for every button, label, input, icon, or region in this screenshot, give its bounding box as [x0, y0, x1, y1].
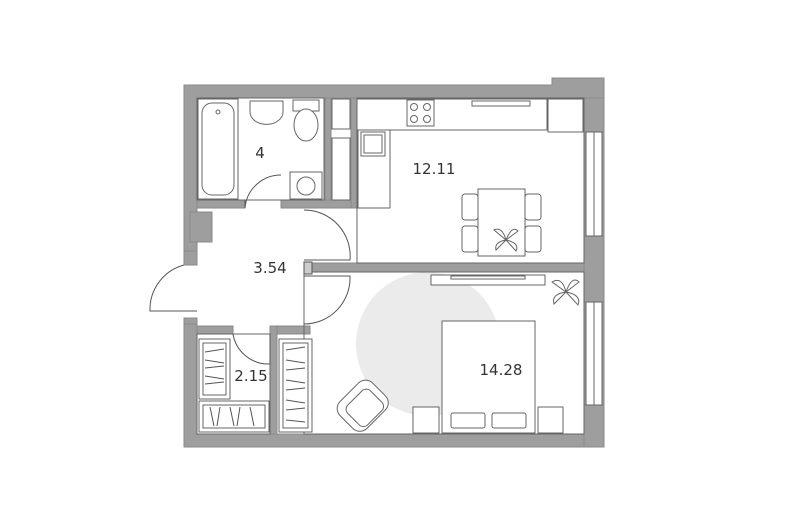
bedroom-furniture	[336, 274, 564, 434]
window-pier-bottom	[583, 404, 605, 448]
kitchen-door	[303, 209, 351, 261]
toilet-bowl	[293, 108, 319, 142]
closet-area-label: 2.15	[234, 367, 267, 385]
hangers	[204, 346, 306, 427]
plants	[493, 228, 580, 306]
bathroom-wall-right	[280, 199, 358, 209]
wardrobes	[198, 338, 313, 433]
kitchen-area-label: 12.11	[413, 160, 456, 178]
armchair	[336, 379, 389, 432]
sink	[249, 100, 284, 125]
shaft-wall	[324, 97, 332, 201]
pillow	[491, 412, 527, 429]
range-hood	[471, 100, 531, 107]
plant-icon	[493, 228, 519, 252]
hall-closet-block	[189, 211, 213, 243]
chair	[524, 225, 542, 253]
entry-wall-stub-bottom	[183, 317, 198, 325]
tv-unit	[430, 274, 546, 286]
stove	[406, 99, 435, 127]
bathroom-wall-left	[196, 199, 246, 209]
bedroom-door	[303, 275, 351, 325]
bathroom-door	[244, 174, 282, 209]
windows	[585, 131, 603, 406]
chair	[461, 193, 479, 221]
closet-divider	[269, 325, 278, 435]
bathroom-area-label: 4	[255, 144, 265, 162]
entry-wall-stub-top	[183, 250, 198, 266]
chair	[524, 193, 542, 221]
kitchen-fixtures	[356, 98, 584, 257]
bathroom-fixtures	[197, 98, 351, 201]
kitchen-bedroom-wall	[303, 262, 585, 273]
window-pier-top	[583, 97, 605, 133]
closet-door	[232, 333, 271, 365]
hallway-area-label: 3.54	[253, 259, 286, 277]
chair	[461, 225, 479, 253]
shaft-wall-right	[350, 97, 358, 209]
plant-icon	[551, 279, 580, 306]
closet-wall-left	[196, 325, 234, 335]
dining-table	[477, 188, 526, 257]
nightstand	[537, 406, 564, 434]
fridge	[547, 98, 584, 133]
nightstand	[412, 406, 440, 434]
window-pier-middle	[583, 235, 605, 303]
pillow	[450, 412, 486, 429]
doors	[149, 174, 351, 365]
entry-door	[149, 264, 197, 312]
bedroom-area-label: 14.28	[480, 361, 523, 379]
